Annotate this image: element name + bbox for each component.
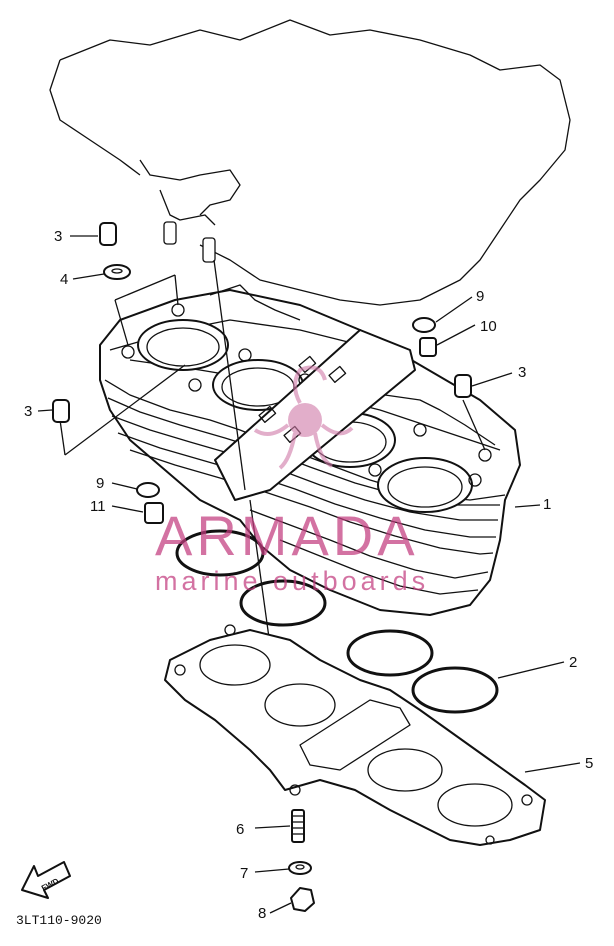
watermark-brand: ARMADA — [155, 504, 419, 567]
callout-1: 1 — [543, 496, 551, 513]
callout-labels: 3 4 3 3 9 10 9 11 1 2 5 6 7 8 — [24, 228, 593, 922]
callout-6: 6 — [236, 821, 244, 838]
watermark-octopus-logo — [253, 365, 354, 470]
callout-3-right: 3 — [518, 364, 526, 381]
top-fins — [209, 284, 496, 446]
diagram-code: 3LT110-9020 — [16, 913, 102, 928]
callout-10: 10 — [480, 318, 497, 335]
crankcase-dowels — [163, 221, 216, 263]
o-rings — [175, 529, 499, 714]
callout-7: 7 — [240, 865, 248, 882]
small-parts — [52, 222, 472, 524]
callout-9-lower: 9 — [96, 475, 104, 492]
watermark: ARMADA marine outboards — [155, 365, 429, 596]
cylinder-bores — [137, 319, 473, 513]
stud-washer-nut — [288, 809, 315, 912]
callout-2: 2 — [569, 654, 577, 671]
crankcase-outline — [49, 19, 571, 306]
callout-3-left: 3 — [24, 403, 32, 420]
callout-leaders — [37, 235, 581, 914]
callout-3-upper: 3 — [54, 228, 62, 245]
callout-9-upper: 9 — [476, 288, 484, 305]
callout-4: 4 — [60, 271, 68, 288]
callout-11: 11 — [90, 498, 106, 515]
base-gasket — [164, 624, 546, 846]
deck-bolt-holes — [121, 303, 492, 487]
fwd-arrow: FWD — [21, 861, 71, 899]
callout-8: 8 — [258, 905, 266, 922]
callout-5: 5 — [585, 755, 593, 772]
watermark-tagline: marine outboards — [155, 566, 429, 596]
